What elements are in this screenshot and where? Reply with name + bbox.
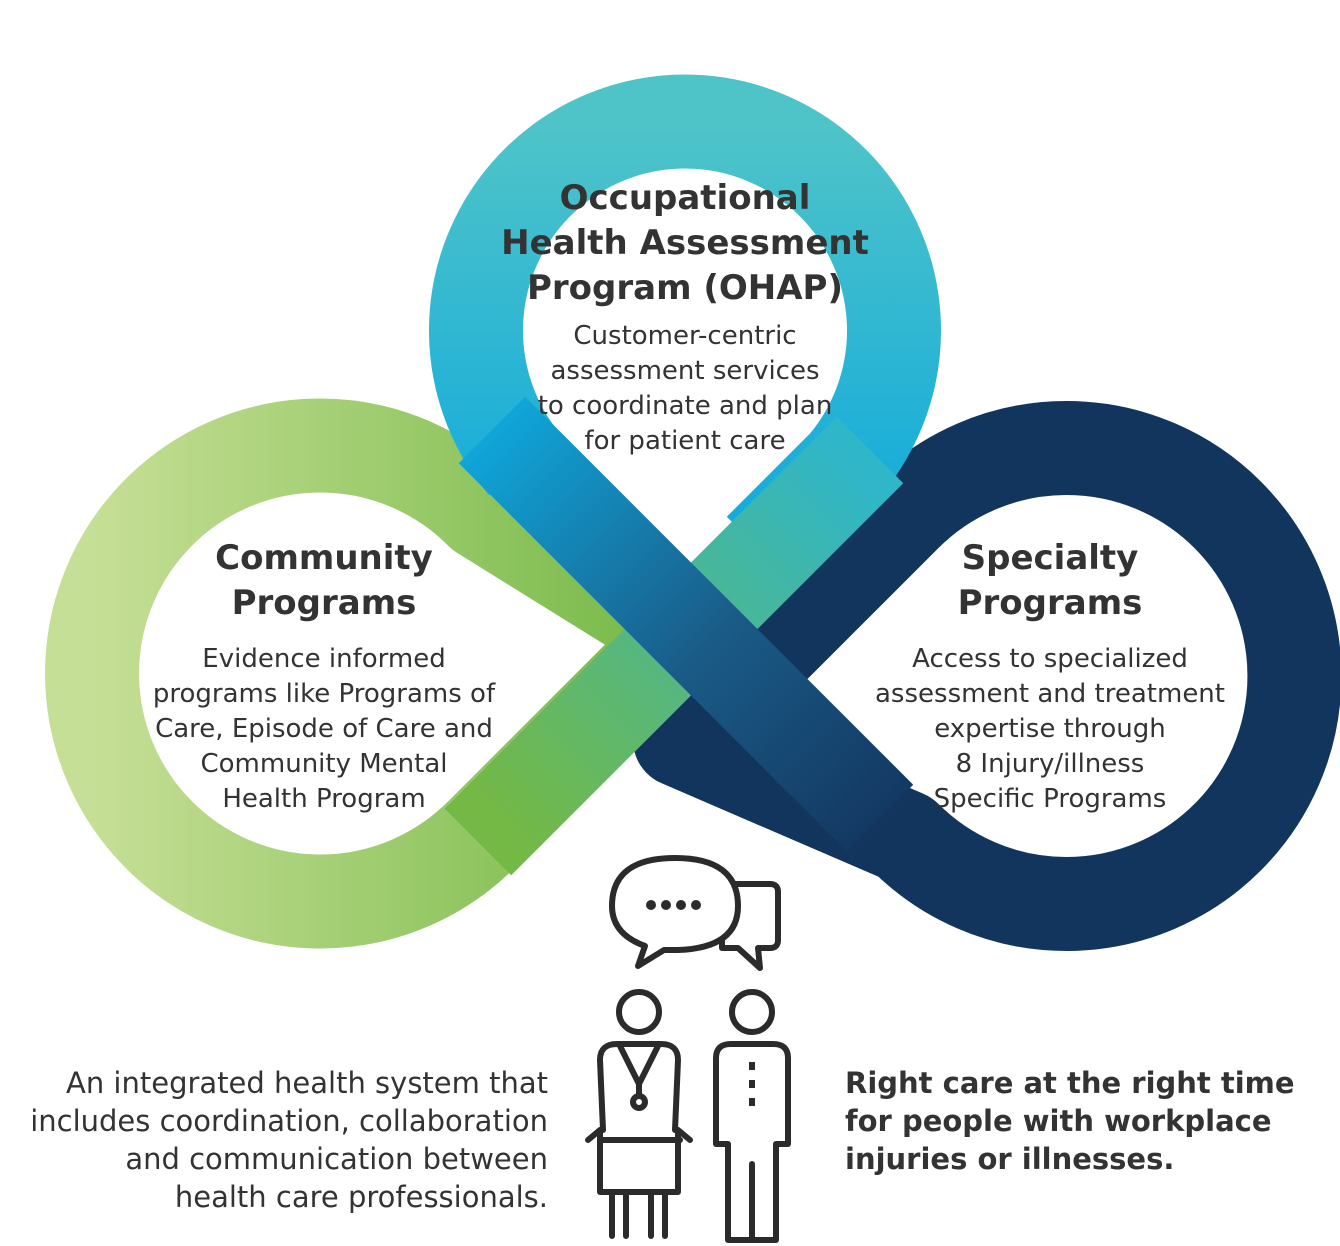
ohap-title-line: Health Assessment bbox=[501, 223, 869, 263]
community-desc-line: Health Program bbox=[222, 784, 426, 814]
community-title-line: Community bbox=[215, 538, 433, 578]
community-desc-line: Evidence informed bbox=[202, 644, 446, 674]
specialty-desc-line: assessment and treatment bbox=[875, 679, 1225, 709]
community-description: Evidence informed programs like Programs… bbox=[134, 642, 514, 817]
specialty-text: Specialty Programs Access to specialized… bbox=[860, 536, 1240, 817]
patient-icon bbox=[713, 989, 791, 1243]
specialty-desc-line: 8 Injury/illness bbox=[955, 749, 1145, 779]
specialty-desc-line: Specific Programs bbox=[933, 784, 1167, 814]
crossing-band-down bbox=[458, 396, 914, 852]
specialty-desc-line: Access to specialized bbox=[912, 644, 1188, 674]
ohap-title: Occupational Health Assessment Program (… bbox=[485, 176, 885, 311]
statement-line: for people with workplace bbox=[845, 1104, 1272, 1138]
community-title: Community Programs bbox=[134, 536, 514, 626]
specialty-loop bbox=[633, 401, 1340, 951]
community-desc-line: programs like Programs of bbox=[152, 679, 496, 709]
statement-line: injuries or illnesses. bbox=[845, 1142, 1175, 1176]
speech-bubbles-icon bbox=[609, 855, 781, 971]
specialty-title-line: Specialty bbox=[961, 538, 1139, 578]
ohap-desc-line: to coordinate and plan bbox=[537, 391, 833, 421]
community-desc-line: Community Mental bbox=[200, 749, 448, 779]
ohap-title-line: Program (OHAP) bbox=[526, 268, 844, 308]
statement-line: health care professionals. bbox=[174, 1180, 548, 1214]
ohap-text: Occupational Health Assessment Program (… bbox=[485, 176, 885, 459]
specialty-title-line: Programs bbox=[957, 583, 1143, 623]
statement-line: includes coordination, collaboration bbox=[30, 1104, 548, 1138]
community-loop bbox=[45, 398, 727, 949]
ohap-desc-line: Customer-centric bbox=[573, 321, 797, 351]
community-text: Community Programs Evidence informed pro… bbox=[134, 536, 514, 817]
ohap-desc-line: for patient care bbox=[584, 426, 786, 456]
ohap-description: Customer-centric assessment services to … bbox=[485, 319, 885, 459]
community-title-line: Programs bbox=[231, 583, 417, 623]
statement-line: and communication between bbox=[125, 1142, 548, 1176]
statement-line: An integrated health system that bbox=[66, 1066, 548, 1100]
statement-line: Right care at the right time bbox=[845, 1066, 1295, 1100]
doctor-icon bbox=[585, 989, 693, 1239]
specialty-desc-line: expertise through bbox=[934, 714, 1166, 744]
right-care-statement: Right care at the right time for people … bbox=[845, 1064, 1295, 1178]
community-desc-line: Care, Episode of Care and bbox=[155, 714, 493, 744]
specialty-description: Access to specialized assessment and tre… bbox=[860, 642, 1240, 817]
integrated-system-statement: An integrated health system that include… bbox=[30, 1064, 548, 1216]
specialty-title: Specialty Programs bbox=[860, 536, 1240, 626]
ohap-loop bbox=[429, 74, 941, 584]
ohap-desc-line: assessment services bbox=[550, 356, 820, 386]
ohap-title-line: Occupational bbox=[559, 178, 811, 218]
